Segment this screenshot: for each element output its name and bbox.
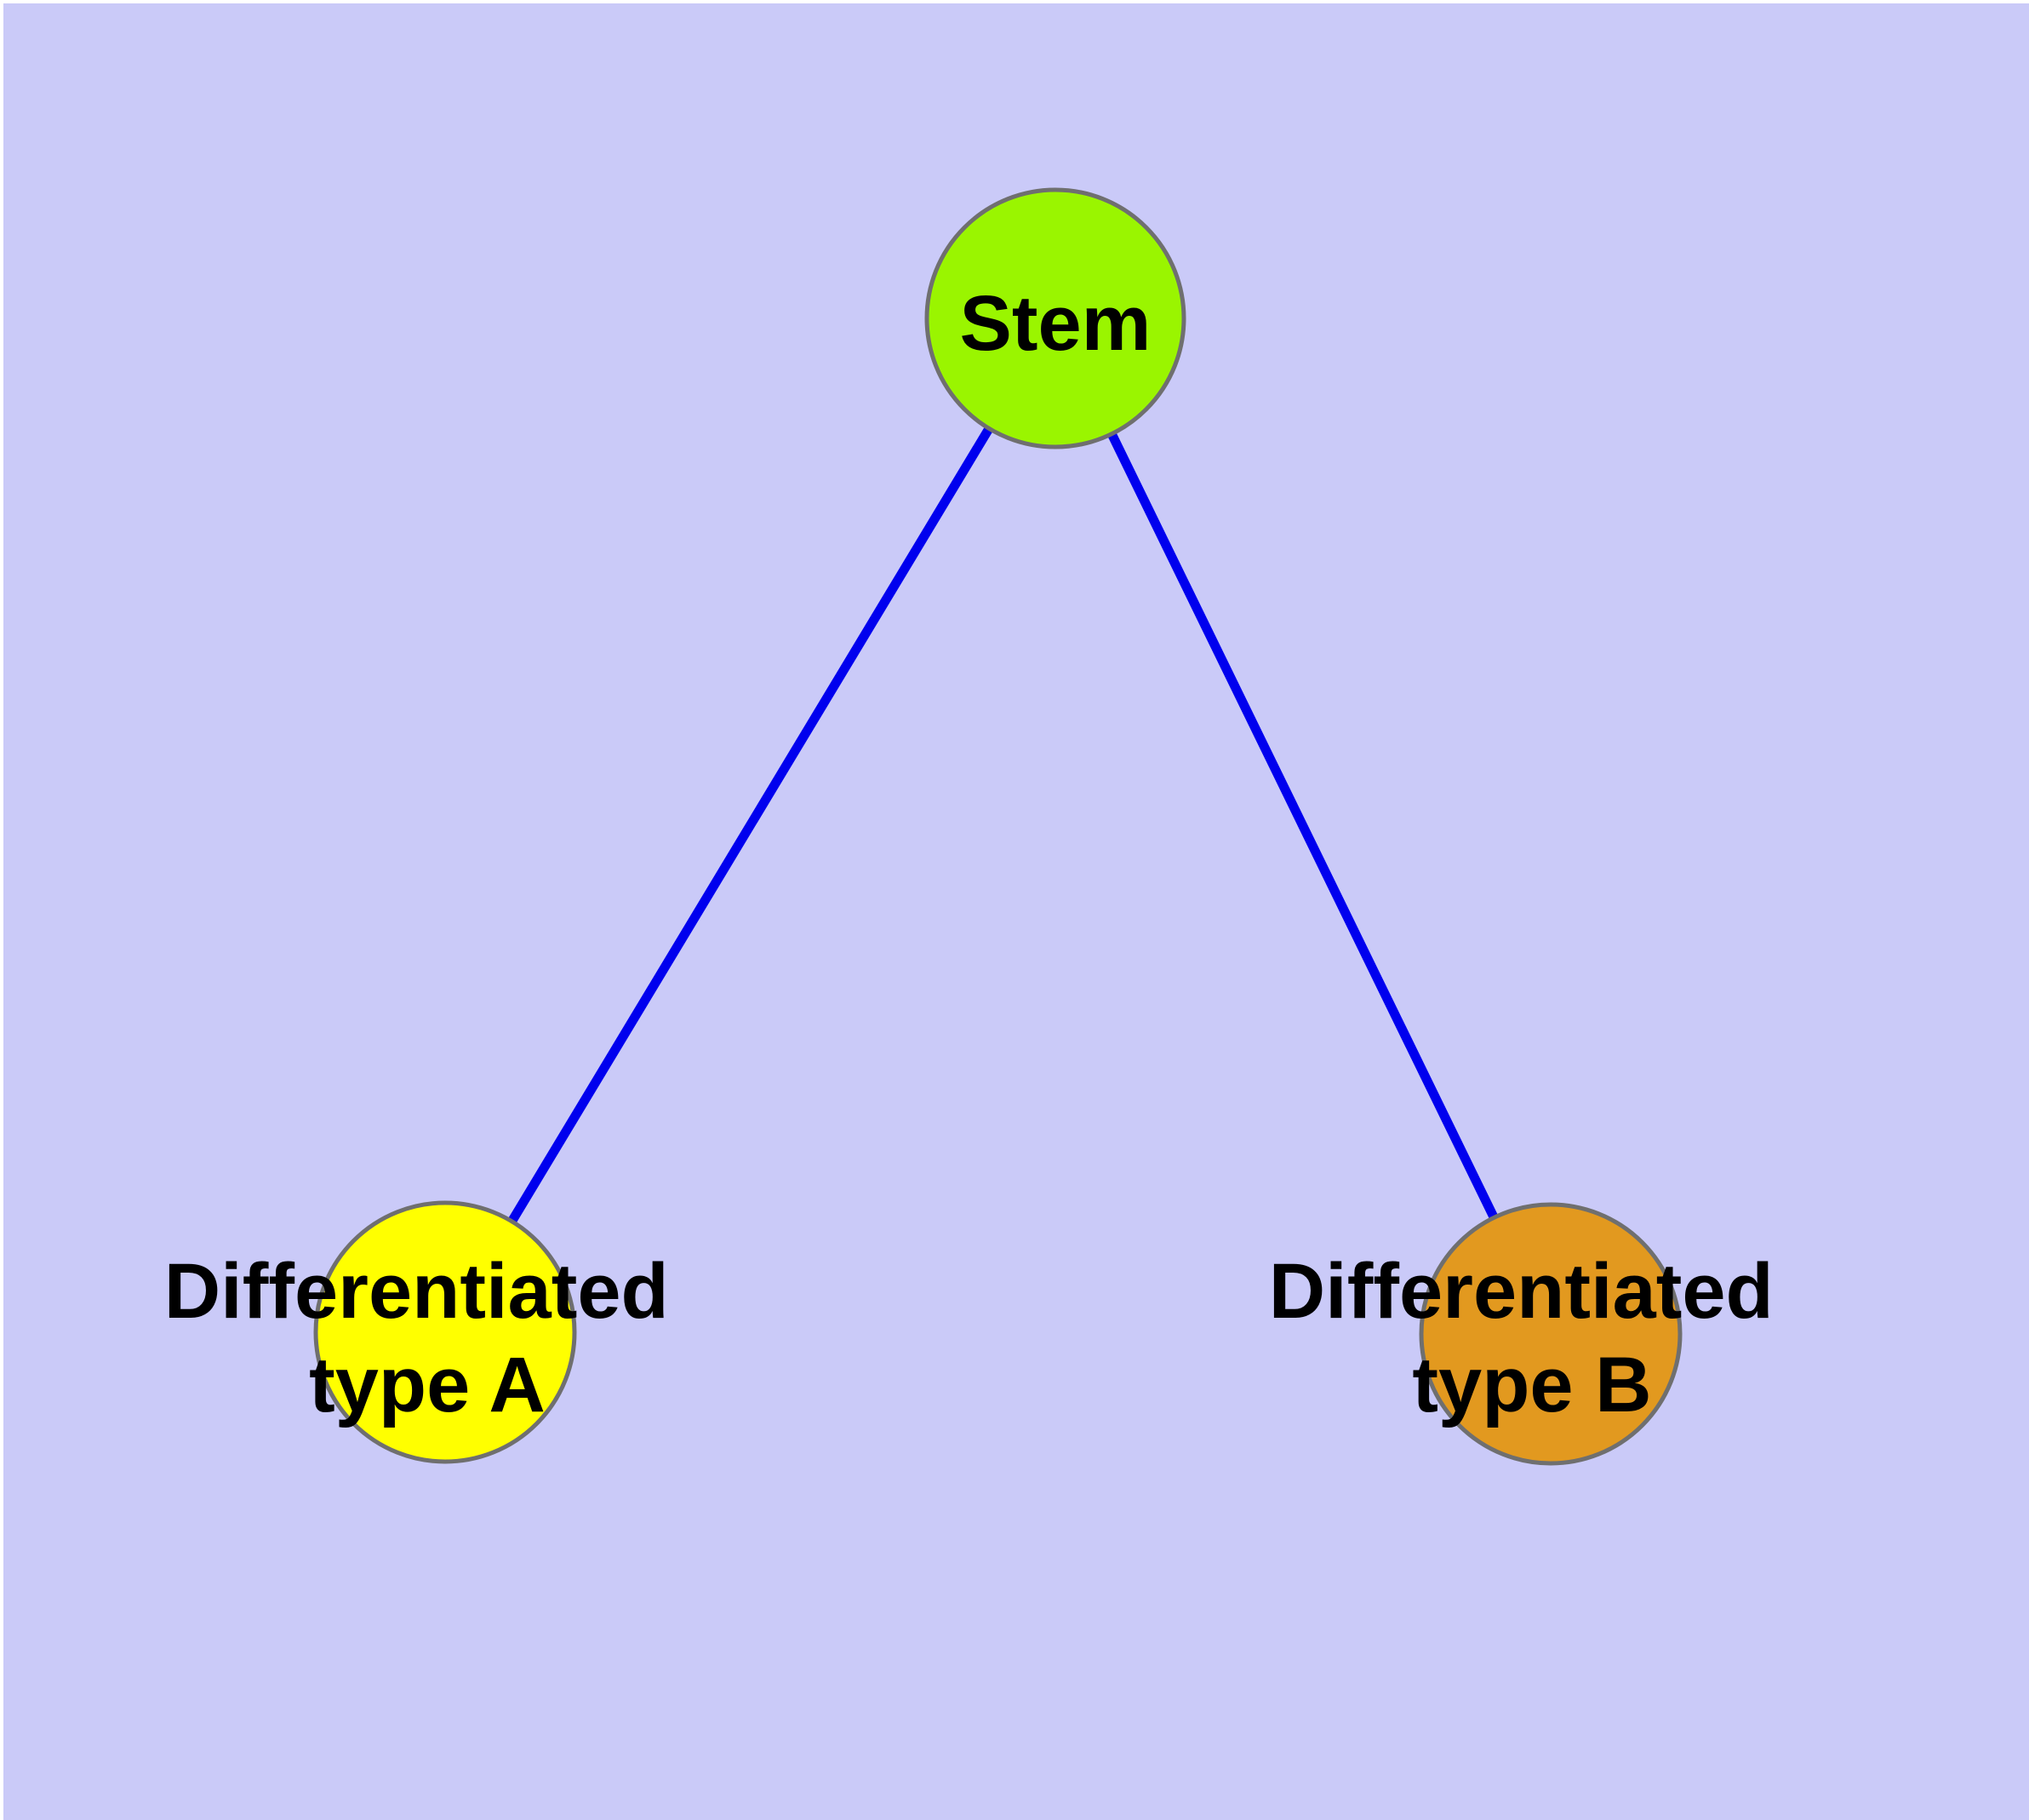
node-type-b-circle: [1419, 1202, 1683, 1466]
node-type-b-label-line1: Differentiated: [1269, 1248, 1774, 1335]
node-type-a-label: Differentiated type A: [164, 1248, 691, 1428]
node-stem-label: Stem: [960, 280, 1152, 367]
edge-stem-to-type-a: [441, 316, 1060, 1335]
node-type-a-label-line1: Differentiated: [164, 1248, 669, 1335]
node-type-a-circle: [313, 1200, 577, 1464]
edge-stem-to-type-b: [1051, 316, 1555, 1336]
node-type-b-label: Differentiated type B: [1269, 1248, 1796, 1428]
node-type-a-label-line2: type A: [309, 1342, 546, 1428]
node-type-b-label-line2: type B: [1412, 1342, 1651, 1428]
node-stem-circle: [924, 187, 1186, 449]
